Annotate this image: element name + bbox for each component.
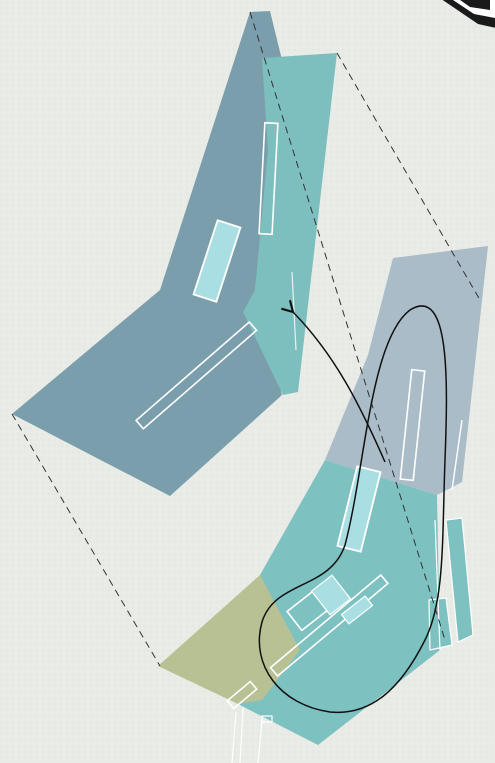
- lower-foot-line-2: [239, 707, 244, 763]
- lower-diagonal-panel: [269, 573, 390, 678]
- lower-foot-line-1: [231, 711, 237, 763]
- upper-light-panel: [192, 219, 242, 303]
- upper-tall-panel: [258, 121, 279, 236]
- lower-foot-tab: [261, 715, 273, 723]
- lower-edge-line-1: [451, 419, 463, 491]
- lower-foot-line-3: [257, 719, 263, 763]
- lower-light-block: [310, 574, 352, 616]
- corner-stamp-icon: [442, 0, 495, 28]
- loop-curve: [258, 305, 448, 714]
- lower-olive-plane: [158, 575, 300, 704]
- upper-shape: [12, 11, 337, 496]
- loop-arrow: [281, 300, 386, 463]
- lower-side-strip: [445, 517, 474, 643]
- lower-tall-panel: [399, 368, 426, 482]
- upper-left-plane: [12, 11, 282, 496]
- connector-top-left: [249, 11, 446, 641]
- motion-loop: [258, 300, 448, 714]
- dashed-connectors: [11, 11, 481, 667]
- lower-light-block-2: [340, 595, 374, 625]
- upper-right-plane: [243, 53, 337, 395]
- lower-edge-line-2: [434, 519, 441, 651]
- upper-diagonal-panel: [134, 320, 258, 430]
- lower-foot-panel: [226, 680, 258, 710]
- connector-left: [11, 413, 161, 667]
